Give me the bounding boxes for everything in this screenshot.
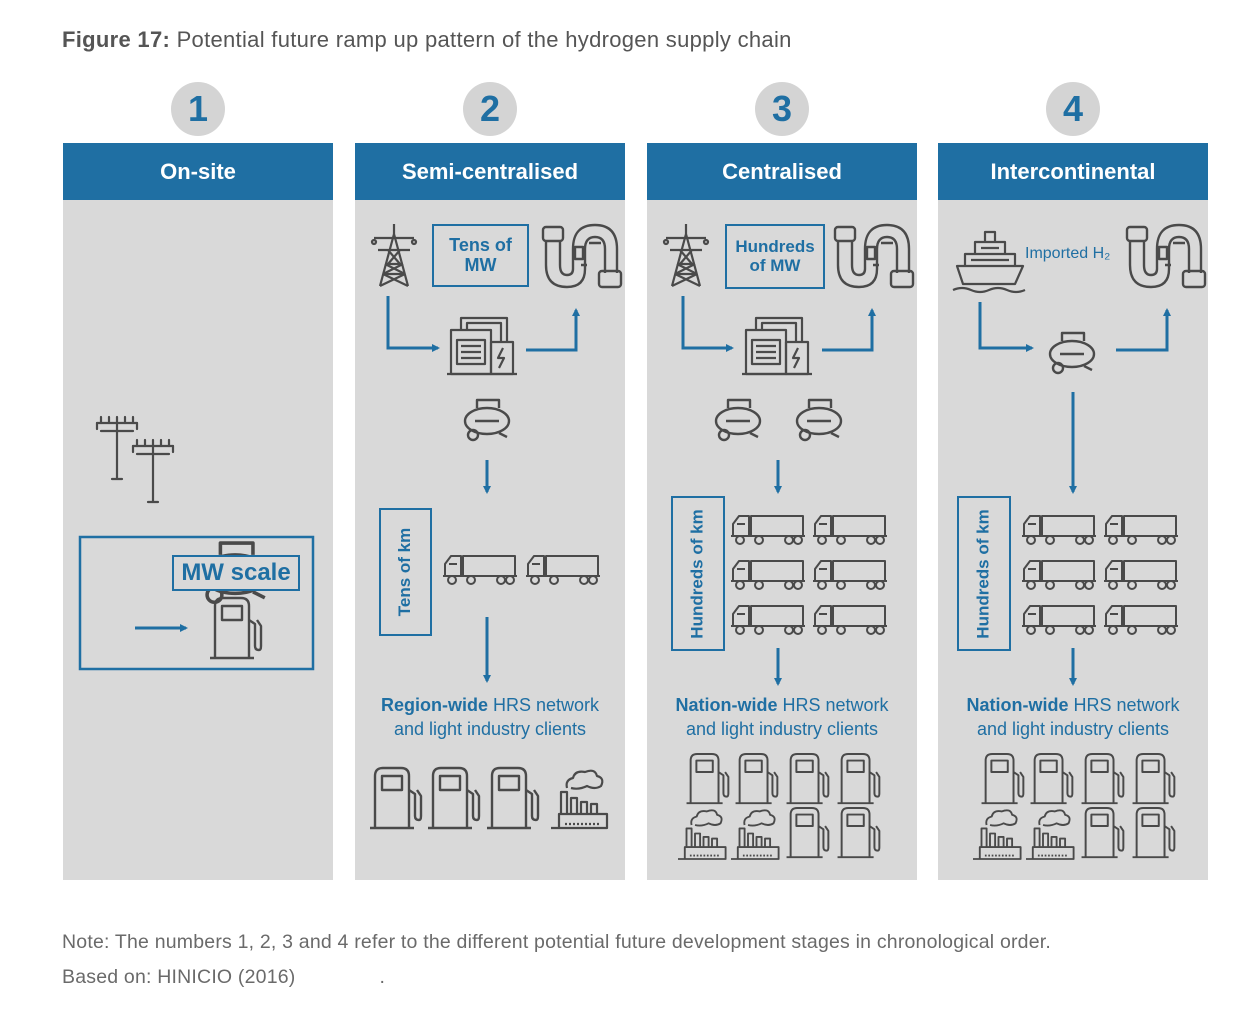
truck-icon [442,555,518,585]
figure-title: Figure 17: Potential future ramp up patt… [62,27,792,52]
truck-icon [812,515,888,545]
fuel-pump-icon [1029,753,1074,805]
stage-2-title: Semi-centralised [355,143,625,200]
flow-arrow [822,308,876,352]
fuel-pump-icon [485,766,540,830]
fuel-pump-icon [1080,807,1125,859]
footnote: Note: The numbers 1, 2, 3 and 4 refer to… [62,931,1052,953]
stage-1-icons [78,415,315,671]
electrolyser-icon [740,316,814,376]
fuel-pump-icon [980,753,1025,805]
stage-3-icons [662,222,915,860]
factory-icon [677,809,727,860]
stage-1-badge: 1 [171,82,225,136]
fuel-pump-icon [1080,753,1125,805]
compressor-icon [463,398,511,442]
fuel-pump-icon [785,753,830,805]
power-pole-icon [131,438,175,504]
truck-icon [730,560,806,590]
capacity-label: Hundreds of MW [725,224,825,289]
pipeline-icon [1125,223,1207,289]
fuel-pump-icon [836,753,881,805]
onsite-frame [78,535,315,671]
flow-arrow [978,302,1034,352]
factory-icon [730,809,780,860]
factory-icon [549,769,609,830]
fuel-pump-icon [1131,807,1176,859]
ship-icon [951,230,1027,294]
capacity-label: Tens of MW [432,224,529,287]
flow-arrow [386,296,440,352]
stage-3-badge: 3 [755,82,809,136]
compressor-icon [795,398,843,442]
truck-icon [525,555,601,585]
flow-arrow [1116,308,1171,352]
distance-label: Hundreds of km [671,496,725,651]
source-note: Based on: HINICIO (2016). [62,966,386,988]
factory-icon [972,809,1022,860]
power-pole-icon [95,415,139,481]
truck-icon [1103,605,1179,635]
stage-2-icons [368,222,623,830]
fuel-pump-icon [685,753,730,805]
power-tower-icon [662,222,710,288]
distance-label: Tens of km [379,508,432,636]
truck-icon [730,515,806,545]
stage-1-title: On-site [63,143,333,200]
stage-1-panel: On-site [63,143,333,880]
truck-icon [1103,560,1179,590]
compressor-icon [714,398,762,442]
distance-label: Hundreds of km [957,496,1011,651]
pipeline-icon [541,223,623,289]
fuel-pump-icon [836,807,881,859]
stage-4-title: Intercontinental [938,143,1208,200]
stage-3-title: Centralised [647,143,917,200]
fuel-pump-icon [368,766,423,830]
truck-icon [1021,560,1097,590]
truck-icon [812,605,888,635]
truck-icon [1103,515,1179,545]
imported-h2-label: Imported H₂ [1025,245,1111,262]
fuel-pump-icon [208,596,263,660]
fuel-pump-icon [1131,753,1176,805]
fuel-pump-icon [785,807,830,859]
truck-icon [730,605,806,635]
compressor-icon [1048,331,1096,375]
truck-icon [1021,605,1097,635]
flow-arrow [526,308,580,352]
electrolyser-icon [445,316,519,376]
mw-scale-label: MW scale [172,555,300,591]
stage-2-badge: 2 [463,82,517,136]
stage-4-badge: 4 [1046,82,1100,136]
fuel-pump-icon [734,753,779,805]
stage-4-icons [951,223,1207,860]
truck-icon [1021,515,1097,545]
flow-arrow [681,296,734,352]
power-tower-icon [370,222,418,288]
pipeline-icon [833,223,915,289]
truck-icon [812,560,888,590]
factory-icon [1025,809,1075,860]
fuel-pump-icon [426,766,481,830]
